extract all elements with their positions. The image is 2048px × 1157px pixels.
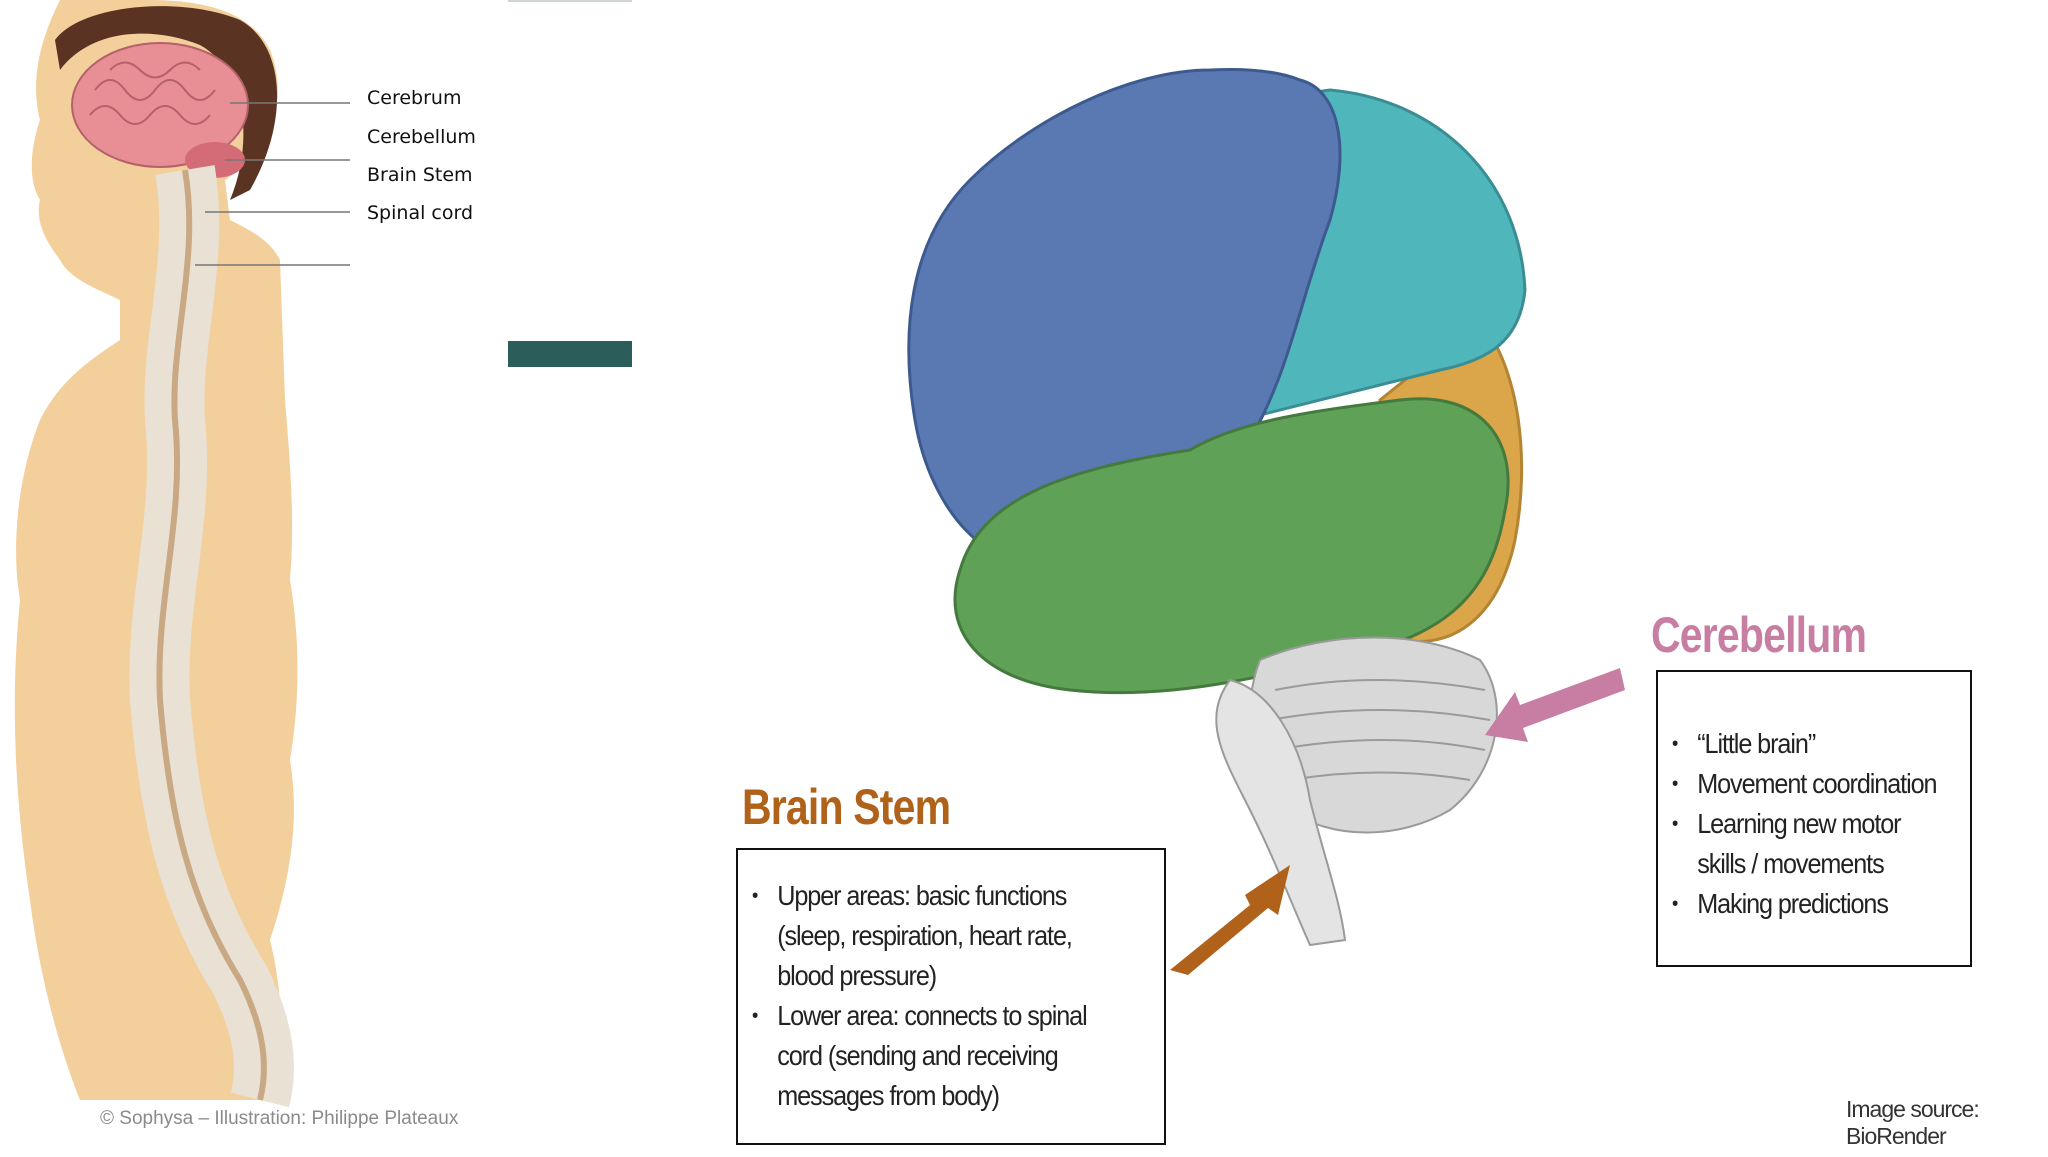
label-cerebellum: Cerebellum	[367, 126, 476, 148]
cerebellum-points-list: “Little brain” Movement coordination Lea…	[1672, 724, 1972, 924]
cerebellum-point-3: Learning new motor skills / movements	[1672, 804, 1949, 884]
brainstem-info-box: Upper areas: basic functions (sleep, res…	[736, 848, 1166, 1145]
hair	[55, 6, 278, 200]
human-body-figure	[0, 0, 350, 1108]
brainstem-arrow-icon	[1170, 865, 1290, 975]
arrow-layer	[1170, 668, 1625, 975]
cerebellum-point-4: Making predictions	[1672, 884, 1949, 924]
brain-lobes-illustration	[907, 68, 1527, 947]
brainstem-lobe	[1215, 678, 1347, 947]
brain-folds	[89, 61, 216, 125]
cerebellum-info-box: “Little brain” Movement coordination Lea…	[1656, 670, 1972, 967]
spinal-cord-line	[156, 169, 267, 1101]
label-spinal-cord: Spinal cord	[367, 202, 474, 224]
brainstem-point-1: Upper areas: basic functions (sleep, res…	[752, 876, 1119, 996]
cerebellum-point-1: “Little brain”	[1672, 724, 1949, 764]
cerebrum-shape	[71, 42, 249, 168]
brainstem-point-2: Lower area: connects to spinal cord (sen…	[752, 996, 1119, 1116]
label-cerebrum: Cerebrum	[367, 87, 462, 109]
illustration-credit: © Sophysa – Illustration: Philippe Plate…	[100, 1108, 459, 1129]
divider-bar-teal	[508, 341, 632, 367]
cerebellum-arrow-icon	[1485, 668, 1625, 742]
brainstem-points-list: Upper areas: basic functions (sleep, res…	[752, 876, 1182, 1116]
cerebellum-title: Cerebellum	[1651, 607, 1867, 663]
cerebellum-folds	[1269, 679, 1491, 781]
divider-bar-top	[508, 0, 632, 2]
brainstem-title: Brain Stem	[742, 779, 951, 835]
cerebellum-point-2: Movement coordination	[1672, 764, 1949, 804]
body-illustration: Cerebrum Cerebellum Brain Stem Spinal co…	[0, 0, 640, 1152]
label-brain-stem: Brain Stem	[367, 164, 473, 186]
image-source-credit: Image source: BioRender	[1846, 1096, 1980, 1149]
